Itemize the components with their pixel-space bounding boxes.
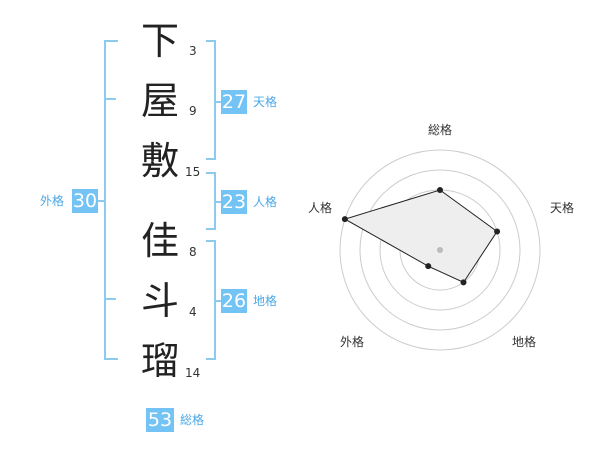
radar-label-gaikaku: 外格 (340, 334, 364, 349)
radar-label-chikaku: 地格 (512, 334, 536, 349)
radar-point-3 (425, 263, 432, 270)
radar-label-jinkaku: 人格 (308, 200, 332, 215)
radar-point-4 (341, 216, 348, 223)
stroke-count-6: 14 (185, 366, 201, 380)
jinkaku-label: 人格 (253, 195, 278, 209)
radar-ring-5 (339, 149, 541, 351)
radar-ring-4 (359, 169, 521, 331)
soukaku-badge: 53 (146, 408, 174, 432)
tenkaku-badge: 27 (221, 90, 247, 114)
surname-char-1: 下 (140, 19, 179, 63)
tenkaku-connector (214, 101, 222, 103)
jinkaku-connector (214, 201, 222, 203)
stroke-count-2: 9 (189, 104, 197, 118)
stroke-count-5: 4 (189, 305, 197, 319)
radar-point-2 (460, 279, 467, 286)
stroke-count-4: 8 (189, 245, 197, 259)
chikaku-badge: 26 (221, 289, 247, 313)
chikaku-label: 地格 (253, 294, 278, 308)
radar-label-soukaku: 総格 (428, 122, 452, 137)
soukaku-label: 総格 (180, 413, 205, 427)
stroke-count-3: 15 (185, 165, 201, 179)
gaikaku-bracket (104, 40, 118, 360)
gaikaku-label: 外格 (40, 194, 65, 208)
jinkaku-badge: 23 (221, 190, 247, 214)
given-char-3: 瑠 (140, 339, 179, 383)
radar-point-0 (437, 187, 443, 193)
gaikaku-badge: 30 (72, 189, 98, 213)
radar-label-tenkaku: 天格 (550, 200, 574, 215)
gaikaku-bracket-tick (104, 298, 116, 300)
radar-center-dot (437, 247, 443, 253)
given-char-2: 斗 (140, 279, 179, 323)
given-char-1: 佳 (140, 219, 179, 263)
chikaku-connector (214, 300, 222, 302)
surname-char-3: 敷 (140, 139, 179, 183)
radar-points (341, 187, 501, 286)
surname-char-2: 屋 (140, 79, 179, 123)
tenkaku-label: 天格 (253, 95, 278, 109)
gaikaku-connector (98, 200, 106, 202)
gaikaku-bracket-mid-tick (104, 98, 116, 100)
stroke-count-1: 3 (189, 44, 197, 58)
radar-point-1 (494, 228, 501, 235)
fortune-radar-chart: 総格 天格 地格 外格 人格 (308, 122, 574, 351)
radar-area (343, 189, 498, 283)
tenkaku-bracket (206, 40, 216, 160)
